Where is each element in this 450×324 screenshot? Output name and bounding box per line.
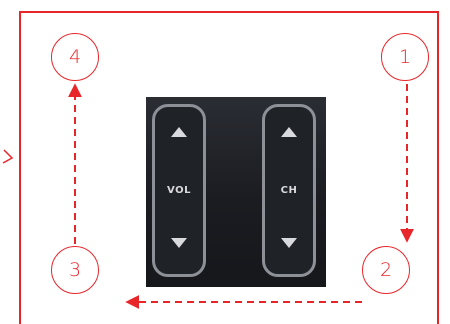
left-edge-arrow-fragment [2,149,14,164]
volume-label: VOL [167,185,191,196]
step-circle-4: 4 [51,33,99,81]
step-circle-2: 2 [362,246,410,294]
channel-rocker: CH [262,104,316,277]
channel-up-icon [281,127,297,137]
volume-up-icon [171,127,187,137]
volume-rocker: VOL [152,104,206,277]
volume-down-icon [171,238,187,248]
step-circle-1: 1 [381,33,429,81]
step-circle-3: 3 [51,246,99,294]
channel-down-icon [281,238,297,248]
channel-label: CH [280,185,298,196]
remote-control-photo: VOL CH [146,97,326,287]
diagram-frame [19,11,439,324]
